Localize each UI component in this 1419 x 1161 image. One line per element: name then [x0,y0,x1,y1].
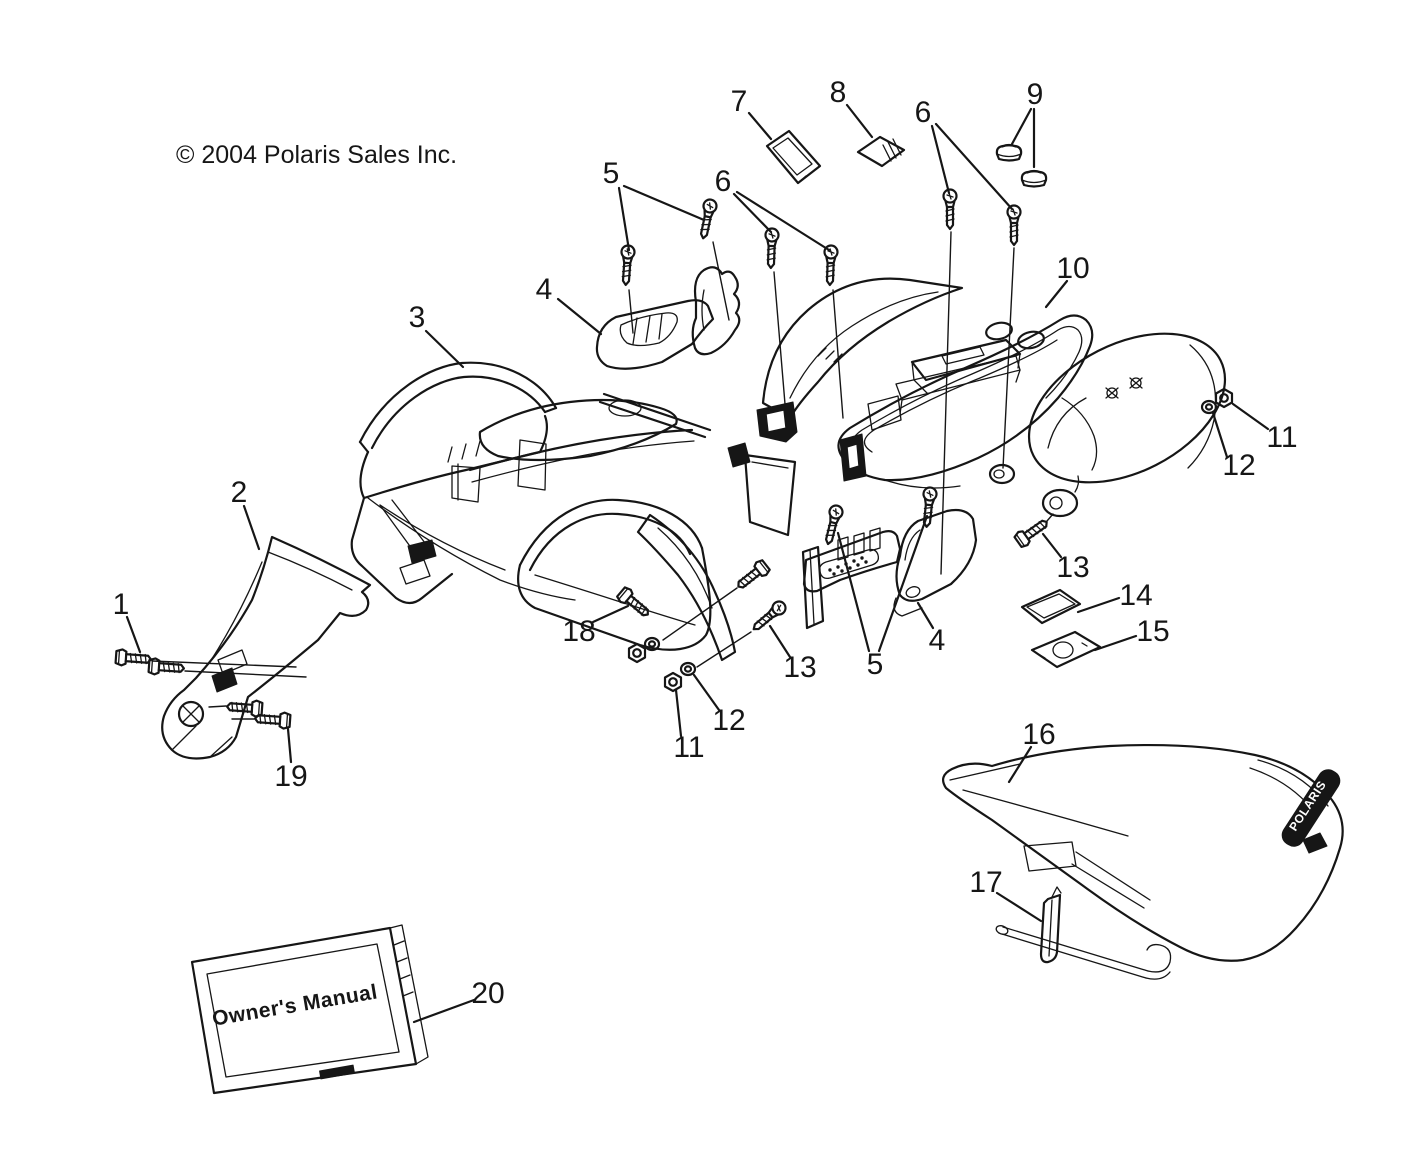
callout-leader-18 [591,604,630,624]
callout-leader-10 [1044,279,1069,309]
callout-leader-9 [1010,107,1033,146]
plate-part-15 [1030,630,1102,669]
callout-label-9: 9 [1027,78,1044,111]
callout-label-12: 12 [712,704,745,737]
callout-label-11: 11 [1266,421,1297,454]
plate-part-8 [856,135,906,168]
callout-leader-16 [1007,745,1033,784]
owners-manual-title: Owner's Manual [211,980,380,1030]
callout-leader-5 [836,531,871,653]
callout-leader-3 [424,329,465,369]
nut-icon [663,671,683,693]
callout-label-15: 15 [1136,615,1169,648]
callout-leader-12 [1211,411,1229,459]
front-bumper [161,535,372,760]
callout-leader-14 [1076,596,1121,614]
screw-icon [942,188,958,231]
callout-label-7: 7 [731,85,748,118]
callout-leader-6 [732,192,773,234]
callout-leader-4 [916,601,935,630]
callout-label-12: 12 [1222,449,1255,482]
callout-leader-5 [617,186,631,252]
callout-label-14: 14 [1119,579,1152,612]
callout-label-11: 11 [673,731,704,764]
callout-leader-6 [934,122,1014,211]
front-fender [350,361,797,662]
washer-icon [1200,399,1218,415]
seat-latch-rod [995,886,1172,980]
screw-icon [918,485,939,529]
copyright-text: © 2004 Polaris Sales Inc. [176,141,457,169]
callout-label-20: 20 [471,977,504,1010]
callout-leader-20 [412,998,476,1024]
callout-leader-17 [995,891,1043,923]
caps-part-9 [995,143,1048,188]
pad-part-14 [1020,588,1082,625]
screw-icon [1006,204,1022,247]
callout-leader-6 [930,124,951,195]
callout-leader-5 [622,184,706,222]
callout-label-5: 5 [867,648,884,681]
callout-leader-5 [877,514,929,653]
callout-leader-12 [692,673,721,712]
screw-icon [618,243,637,287]
callout-label-10: 10 [1056,252,1089,285]
callout-label-6: 6 [715,165,732,198]
rear-fender [756,277,1098,489]
callout-label-4: 4 [929,624,946,657]
side-cover [1027,332,1227,518]
screw-icon [748,597,790,636]
callout-leader-2 [242,504,261,551]
side-panel-left [595,266,741,370]
callout-leader-11 [1231,402,1270,431]
callout-label-3: 3 [409,301,426,334]
callout-label-2: 2 [231,476,248,509]
screw-icon [822,244,839,287]
bolt-icon [1012,514,1053,550]
bolt-icon [253,709,292,731]
callout-leader-19 [286,727,293,764]
callout-label-13: 13 [1056,551,1089,584]
callout-leader-11 [674,688,683,738]
callout-label-17: 17 [969,866,1002,899]
bolt-icon [114,647,153,669]
callout-leader-8 [845,103,874,139]
callout-leader-7 [747,111,773,141]
callout-label-6: 6 [915,96,932,129]
fasteners [114,188,1234,731]
owners-manual: Owner's Manual [190,924,429,1095]
callout-label-16: 16 [1022,718,1055,751]
nut-icon [627,642,647,664]
bolt-icon [614,584,655,622]
callout-label-19: 19 [274,760,307,793]
plate-part-7 [765,129,822,185]
callout-label-18: 18 [562,615,595,648]
callout-leader-4 [556,297,603,336]
callout-label-5: 5 [603,157,620,190]
callout-leader-13 [1041,532,1063,559]
callout-label-1: 1 [113,588,130,621]
callout-label-13: 13 [783,651,816,684]
callout-leader-13 [768,624,792,659]
seat: POLARIS [942,743,1344,962]
callout-leader-1 [125,615,142,654]
bolt-icon [732,557,773,594]
washer-icon [679,661,697,677]
screw-icon [763,227,780,270]
callout-leader-15 [1093,634,1138,652]
callout-leader-6 [735,190,831,252]
callout-label-4: 4 [536,273,553,306]
callout-label-8: 8 [830,76,847,109]
